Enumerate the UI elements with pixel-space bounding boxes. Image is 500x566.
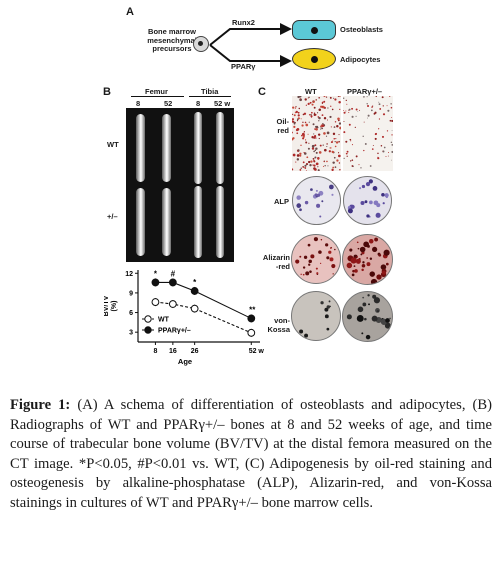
- osteoblast-cell-icon: [292, 20, 336, 40]
- y-tick-label: 3: [129, 330, 133, 337]
- figure-caption: Figure 1: (A) A schema of differentiatio…: [10, 396, 492, 514]
- data-point: [190, 287, 199, 295]
- runx2-label: Runx2: [232, 18, 255, 27]
- significance-mark: *: [154, 269, 158, 278]
- precursor-cell-icon: [193, 36, 209, 52]
- ppar-gamma-label: PPARγ: [231, 62, 256, 71]
- y-tick-label: 12: [125, 271, 133, 278]
- panel-c-label: C: [258, 86, 266, 98]
- y-tick-label: 6: [129, 310, 133, 317]
- alizarin-wt-well: [291, 234, 341, 284]
- oil-red-het-image: [342, 95, 394, 171]
- vonkossa-het-well: [342, 291, 393, 342]
- data-point: [247, 314, 256, 323]
- legend-marker: [144, 326, 152, 334]
- bone-radiograph: [126, 108, 234, 262]
- row-wt-label: WT: [107, 140, 119, 149]
- y-tick-label: 9: [129, 290, 133, 297]
- age-52-tibia: 52 w: [214, 99, 231, 108]
- tibia-bracket: [189, 96, 231, 97]
- femur-bracket: [131, 96, 184, 97]
- legend-label: PPARγ+/–: [158, 328, 191, 335]
- significance-mark: **: [249, 305, 256, 314]
- row-oil-red-label: Oil- red: [276, 117, 290, 135]
- oil-red-wt-image: [291, 94, 342, 172]
- x-tick-label: 8: [153, 348, 157, 355]
- series-line: [155, 301, 252, 334]
- alp-het-well: [343, 176, 392, 225]
- femur-header: Femur: [145, 87, 168, 96]
- x-tick-label: 52 w: [249, 348, 265, 355]
- y-axis-label: (%): [111, 301, 118, 312]
- data-point: [151, 278, 160, 287]
- legend-marker: [144, 315, 152, 323]
- row-het-label: +/–: [107, 212, 118, 221]
- legend-label: WT: [158, 317, 170, 324]
- adipocyte-cell-icon: [292, 48, 336, 70]
- data-point: [190, 304, 199, 313]
- data-point: [247, 328, 256, 337]
- significance-mark: #: [171, 269, 176, 278]
- panel-b-label: B: [103, 86, 111, 98]
- age-8-femur: 8: [136, 99, 141, 108]
- series-line: [155, 281, 252, 319]
- age-8-tibia: 8: [196, 99, 201, 108]
- differentiation-arrows: [209, 23, 292, 67]
- x-tick-label: 26: [191, 348, 199, 355]
- panel-a-label: A: [126, 6, 134, 18]
- data-point: [168, 278, 177, 287]
- x-axis-label: Age: [178, 357, 192, 366]
- caption-text: (A) A schema of differentiation of osteo…: [10, 397, 492, 511]
- alizarin-het-well: [342, 234, 393, 285]
- col-wt-label: WT: [305, 87, 317, 96]
- vonkossa-wt-well: [291, 291, 341, 341]
- x-tick-label: 16: [169, 348, 177, 355]
- precursor-label: Bone marrow mesenchymal precursors: [147, 27, 197, 53]
- osteoblasts-label: Osteoblasts: [340, 25, 383, 34]
- alp-wt-well: [292, 176, 341, 225]
- significance-mark: *: [193, 278, 197, 287]
- row-vonkossa-label: von- Kossa: [267, 316, 290, 334]
- adipocytes-label: Adipocytes: [340, 55, 381, 64]
- age-52-femur: 52: [164, 99, 173, 108]
- y-axis-label: BV/TV: [104, 295, 110, 316]
- figure-label: Figure 1:: [10, 397, 71, 413]
- row-alizarin-label: Alizarin -red: [262, 253, 290, 271]
- row-alp-label: ALP: [274, 197, 289, 206]
- data-point: [151, 298, 160, 306]
- tibia-header: Tibia: [201, 87, 219, 96]
- col-het-label: PPARγ+/–: [347, 87, 383, 96]
- data-point: [168, 300, 177, 308]
